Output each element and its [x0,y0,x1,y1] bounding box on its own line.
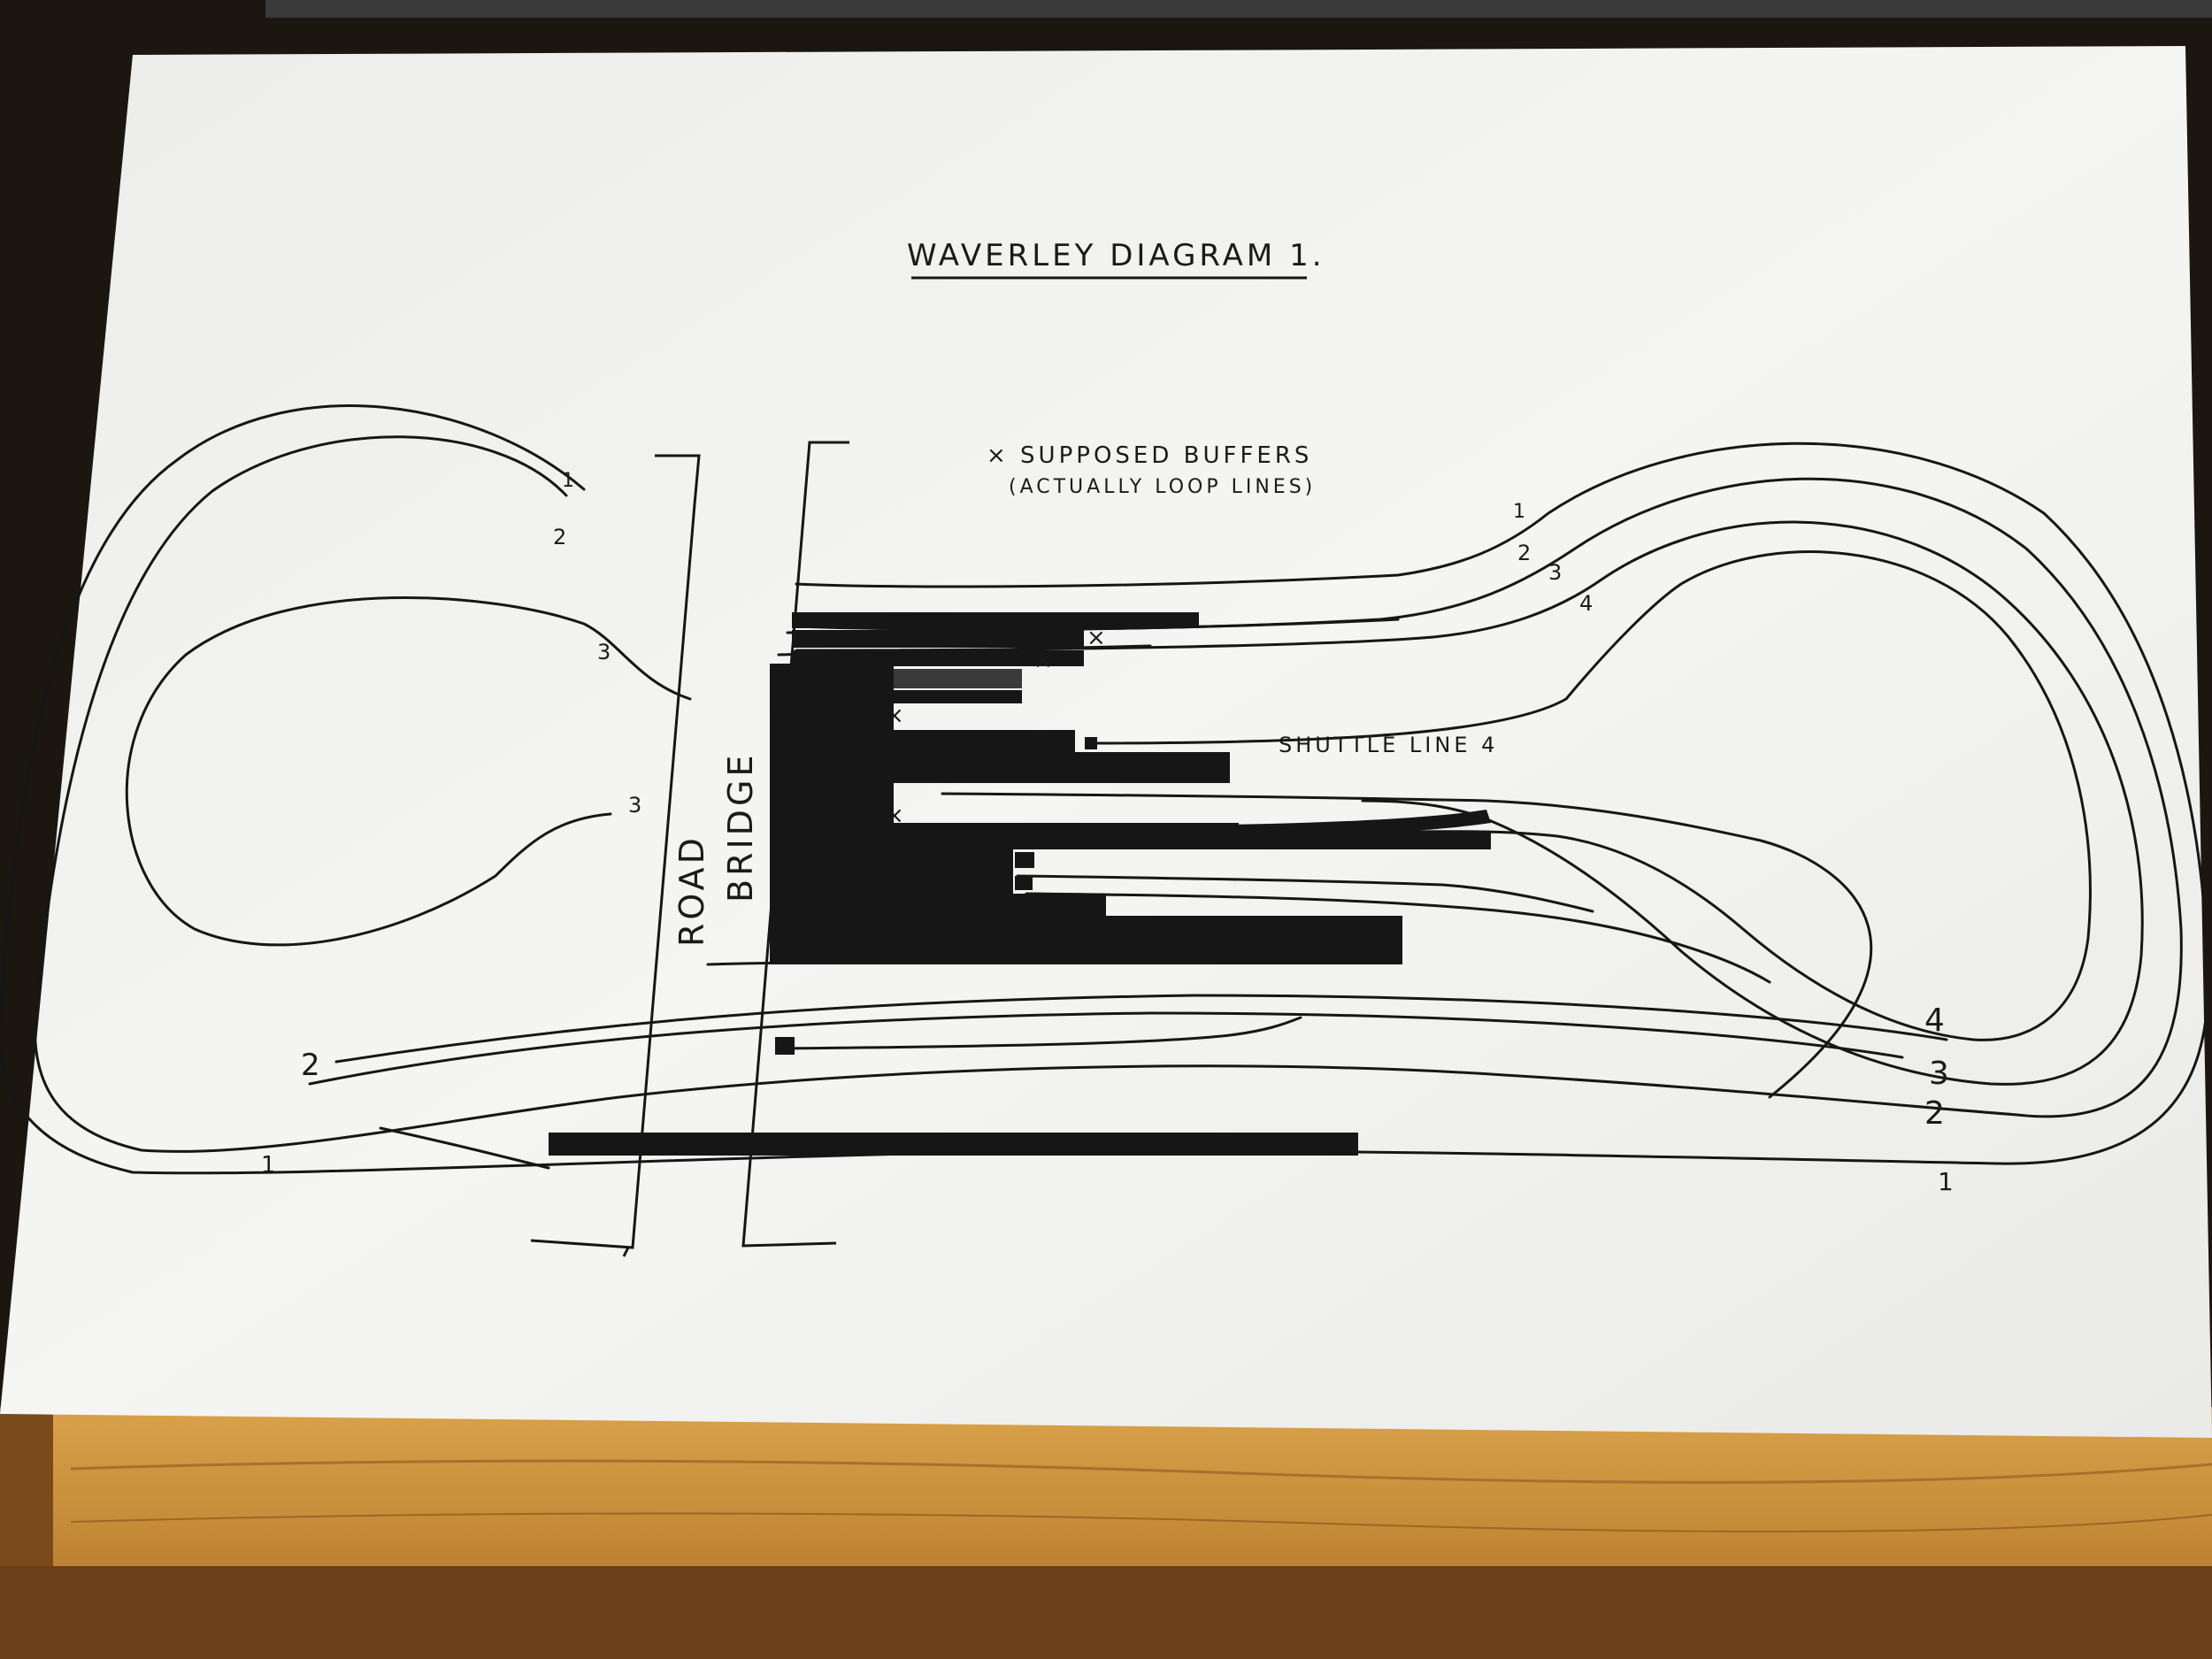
track-number: 3 [597,640,614,664]
track-number: 2 [553,525,570,549]
platform-mid-1 [787,690,1022,703]
track-number: 1 [261,1152,280,1179]
bottom-line [379,1126,550,1170]
shuttle-line-label: SHUTTLE LINE 4 [1279,733,1498,757]
buffer-block-4 [1085,737,1097,749]
buffer-block-2 [1015,876,1033,890]
track-number: 1 [1938,1167,1957,1196]
track-number: 2 [1924,1095,1948,1132]
track-line-3-left-loop [125,595,692,947]
buffers-note-line1: × SUPPOSED BUFFERS [987,442,1312,469]
station-left-block [770,885,841,963]
buffer-mark-4: × [885,803,908,829]
track-line-2 [34,435,2183,1153]
bridge-word: BRIDGE [721,752,760,902]
road-word: ROAD [672,834,711,947]
buffer-mark-1: × [1087,625,1110,651]
track-number: 4 [1924,1002,1948,1039]
track-number: 3 [1548,560,1565,585]
track-numbers: 1 2 3 3 2 1 1 2 3 4 4 3 2 1 [261,470,1957,1196]
background-device [265,0,2212,18]
track-number: 1 [562,470,578,492]
diagram-title: WAVERLEY DIAGRAM 1. [907,238,1325,273]
track-number: 3 [628,793,645,818]
road-bridge-label: ROAD BRIDGE [672,752,760,947]
platform-mid-5 [889,832,1491,849]
lower-line-1 [308,1011,1904,1086]
track-line-1 [0,404,2209,1175]
buffer-mark-3: × [885,703,908,729]
track-number: 2 [1517,541,1534,565]
siding-curve [1230,810,1491,839]
station-blocks [549,612,1491,1156]
station-line-d [1016,874,1594,913]
track-number: 3 [1929,1056,1953,1092]
station-line-c [941,792,1873,1099]
buffers-note-line2: (ACTUALLY LOOP LINES) [1009,476,1316,498]
buffer-mark-2: × [1033,648,1056,674]
buffer-block-1 [1015,852,1034,868]
buffer-block-3 [775,1037,795,1055]
track-number: 4 [1579,591,1596,616]
platform-mid-3 [889,752,1230,783]
platform-low-3 [1106,916,1402,964]
station-line-e [1025,892,1771,984]
track-number: 2 [301,1048,324,1083]
platform-top-3 [792,650,1084,666]
road-bridge [530,441,849,1257]
track-line-4 [1087,550,2092,1041]
lower-line-2 [334,994,1948,1064]
track-number: 1 [1513,501,1529,523]
wooden-board [0,1407,2212,1659]
lower-line-3 [777,1016,1302,1050]
platform-top-2 [792,630,1084,648]
long-bottom-platform [549,1133,1358,1156]
buffer-marks: × × × × [885,625,1110,829]
track-line-3-right-loop [795,520,2144,1086]
platform-top-1 [792,612,1199,628]
